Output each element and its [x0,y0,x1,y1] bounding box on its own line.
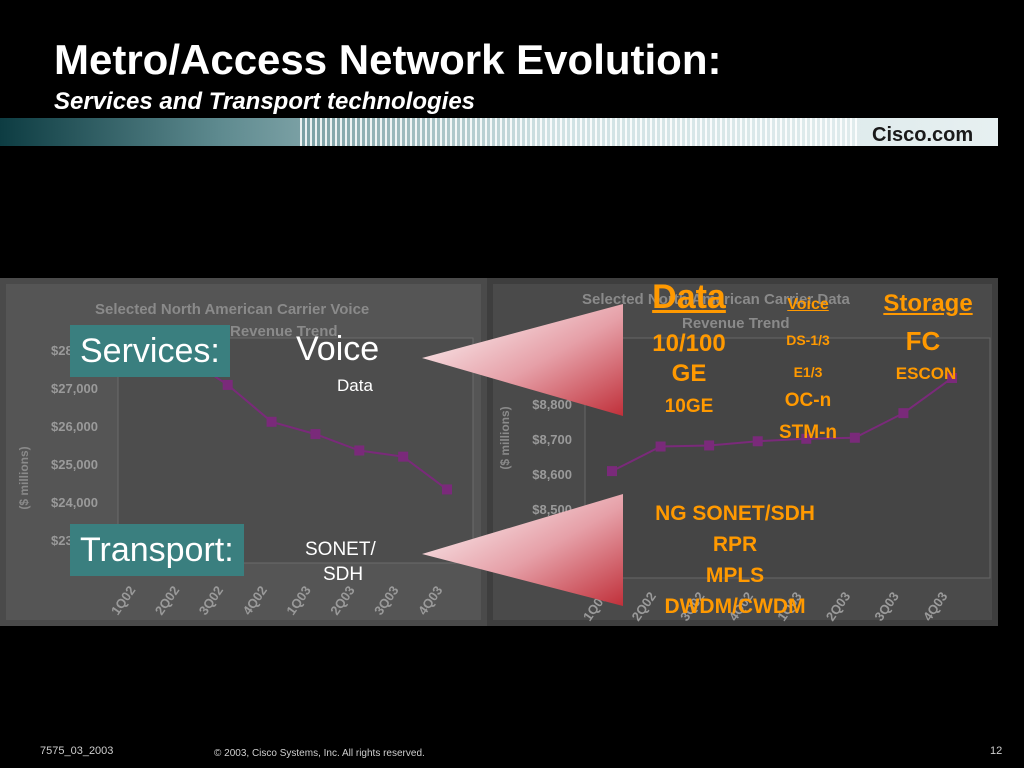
transport-item-rpr: RPR [712,533,758,556]
data-point [704,440,715,451]
footer-code: 7575_03_2003 [40,745,114,757]
voice-column-title: Voice [787,296,829,313]
voice-item-ocn: OC-n [784,390,832,411]
transport-sdh: SDH [323,564,364,585]
y-tick-label: $8,600 [532,467,572,482]
footer-copyright: © 2003, Cisco Systems, Inc. All rights r… [214,748,425,759]
services-label: Services: [70,325,230,377]
data-point [266,416,277,427]
services-data: Data [337,376,373,395]
cisco-logo: Cisco.com [872,124,974,146]
data-item-ge: GE [671,360,707,387]
y-tick-label: $24,000 [51,495,98,510]
data-point [849,432,860,443]
footer-page-number: 12 [990,745,1003,757]
data-point [354,445,365,456]
slide-subtitle: Services and Transport technologies [54,88,476,115]
voice-item-e13: E1/3 [793,364,823,380]
chart-title-line1: Selected North American Carrier Voice [95,301,369,318]
data-column-title: Data [652,278,726,316]
data-point [310,429,321,440]
data-point [442,484,452,495]
services-arrow [422,304,623,416]
transport-item-dwdm: DWDM/CWDM [664,595,806,618]
y-tick-label: $26,000 [51,419,98,434]
y-axis-label: ($ millions) [17,446,31,509]
transport-sonet: SONET/ [305,539,376,560]
voice-item-ds13: DS-1/3 [786,332,830,348]
data-point [947,373,957,383]
data-point [752,436,763,447]
y-tick-label: $25,000 [51,457,98,472]
transport-item-ng-sonet: NG SONET/SDH [655,502,815,525]
storage-column-title: Storage [883,290,973,317]
transport-item-mpls: MPLS [705,564,765,587]
header-stripes [300,118,860,146]
y-tick-label: $8,700 [532,432,572,447]
y-axis-label: ($ millions) [498,406,512,469]
data-item-10-100: 10/100 [652,330,726,357]
data-point [655,441,666,452]
storage-item-escon: ESCON [895,364,957,383]
plot-area [584,337,991,579]
transport-label: Transport: [70,524,244,576]
storage-item-fc: FC [905,326,941,356]
voice-item-stmn: STM-n [778,422,838,443]
arrows-layer [422,304,623,606]
y-tick-label: $8,800 [532,397,572,412]
chart-title-line2: Revenue Trend [230,323,338,340]
transport-arrow [422,494,623,606]
services-voice: Voice [296,330,380,368]
data-point [898,408,909,419]
data-item-10ge: 10GE [664,396,714,417]
slide-title: Metro/Access Network Evolution: [54,36,722,83]
y-tick-label: $27,000 [51,381,98,396]
data-point [801,433,812,444]
data-point [222,379,233,390]
chart-title-line1: Selected North American Carrier Data [582,291,851,308]
data-point [607,466,617,477]
chart-title-line2: Revenue Trend [682,315,790,332]
series-line [611,377,953,473]
data-point [398,451,409,462]
